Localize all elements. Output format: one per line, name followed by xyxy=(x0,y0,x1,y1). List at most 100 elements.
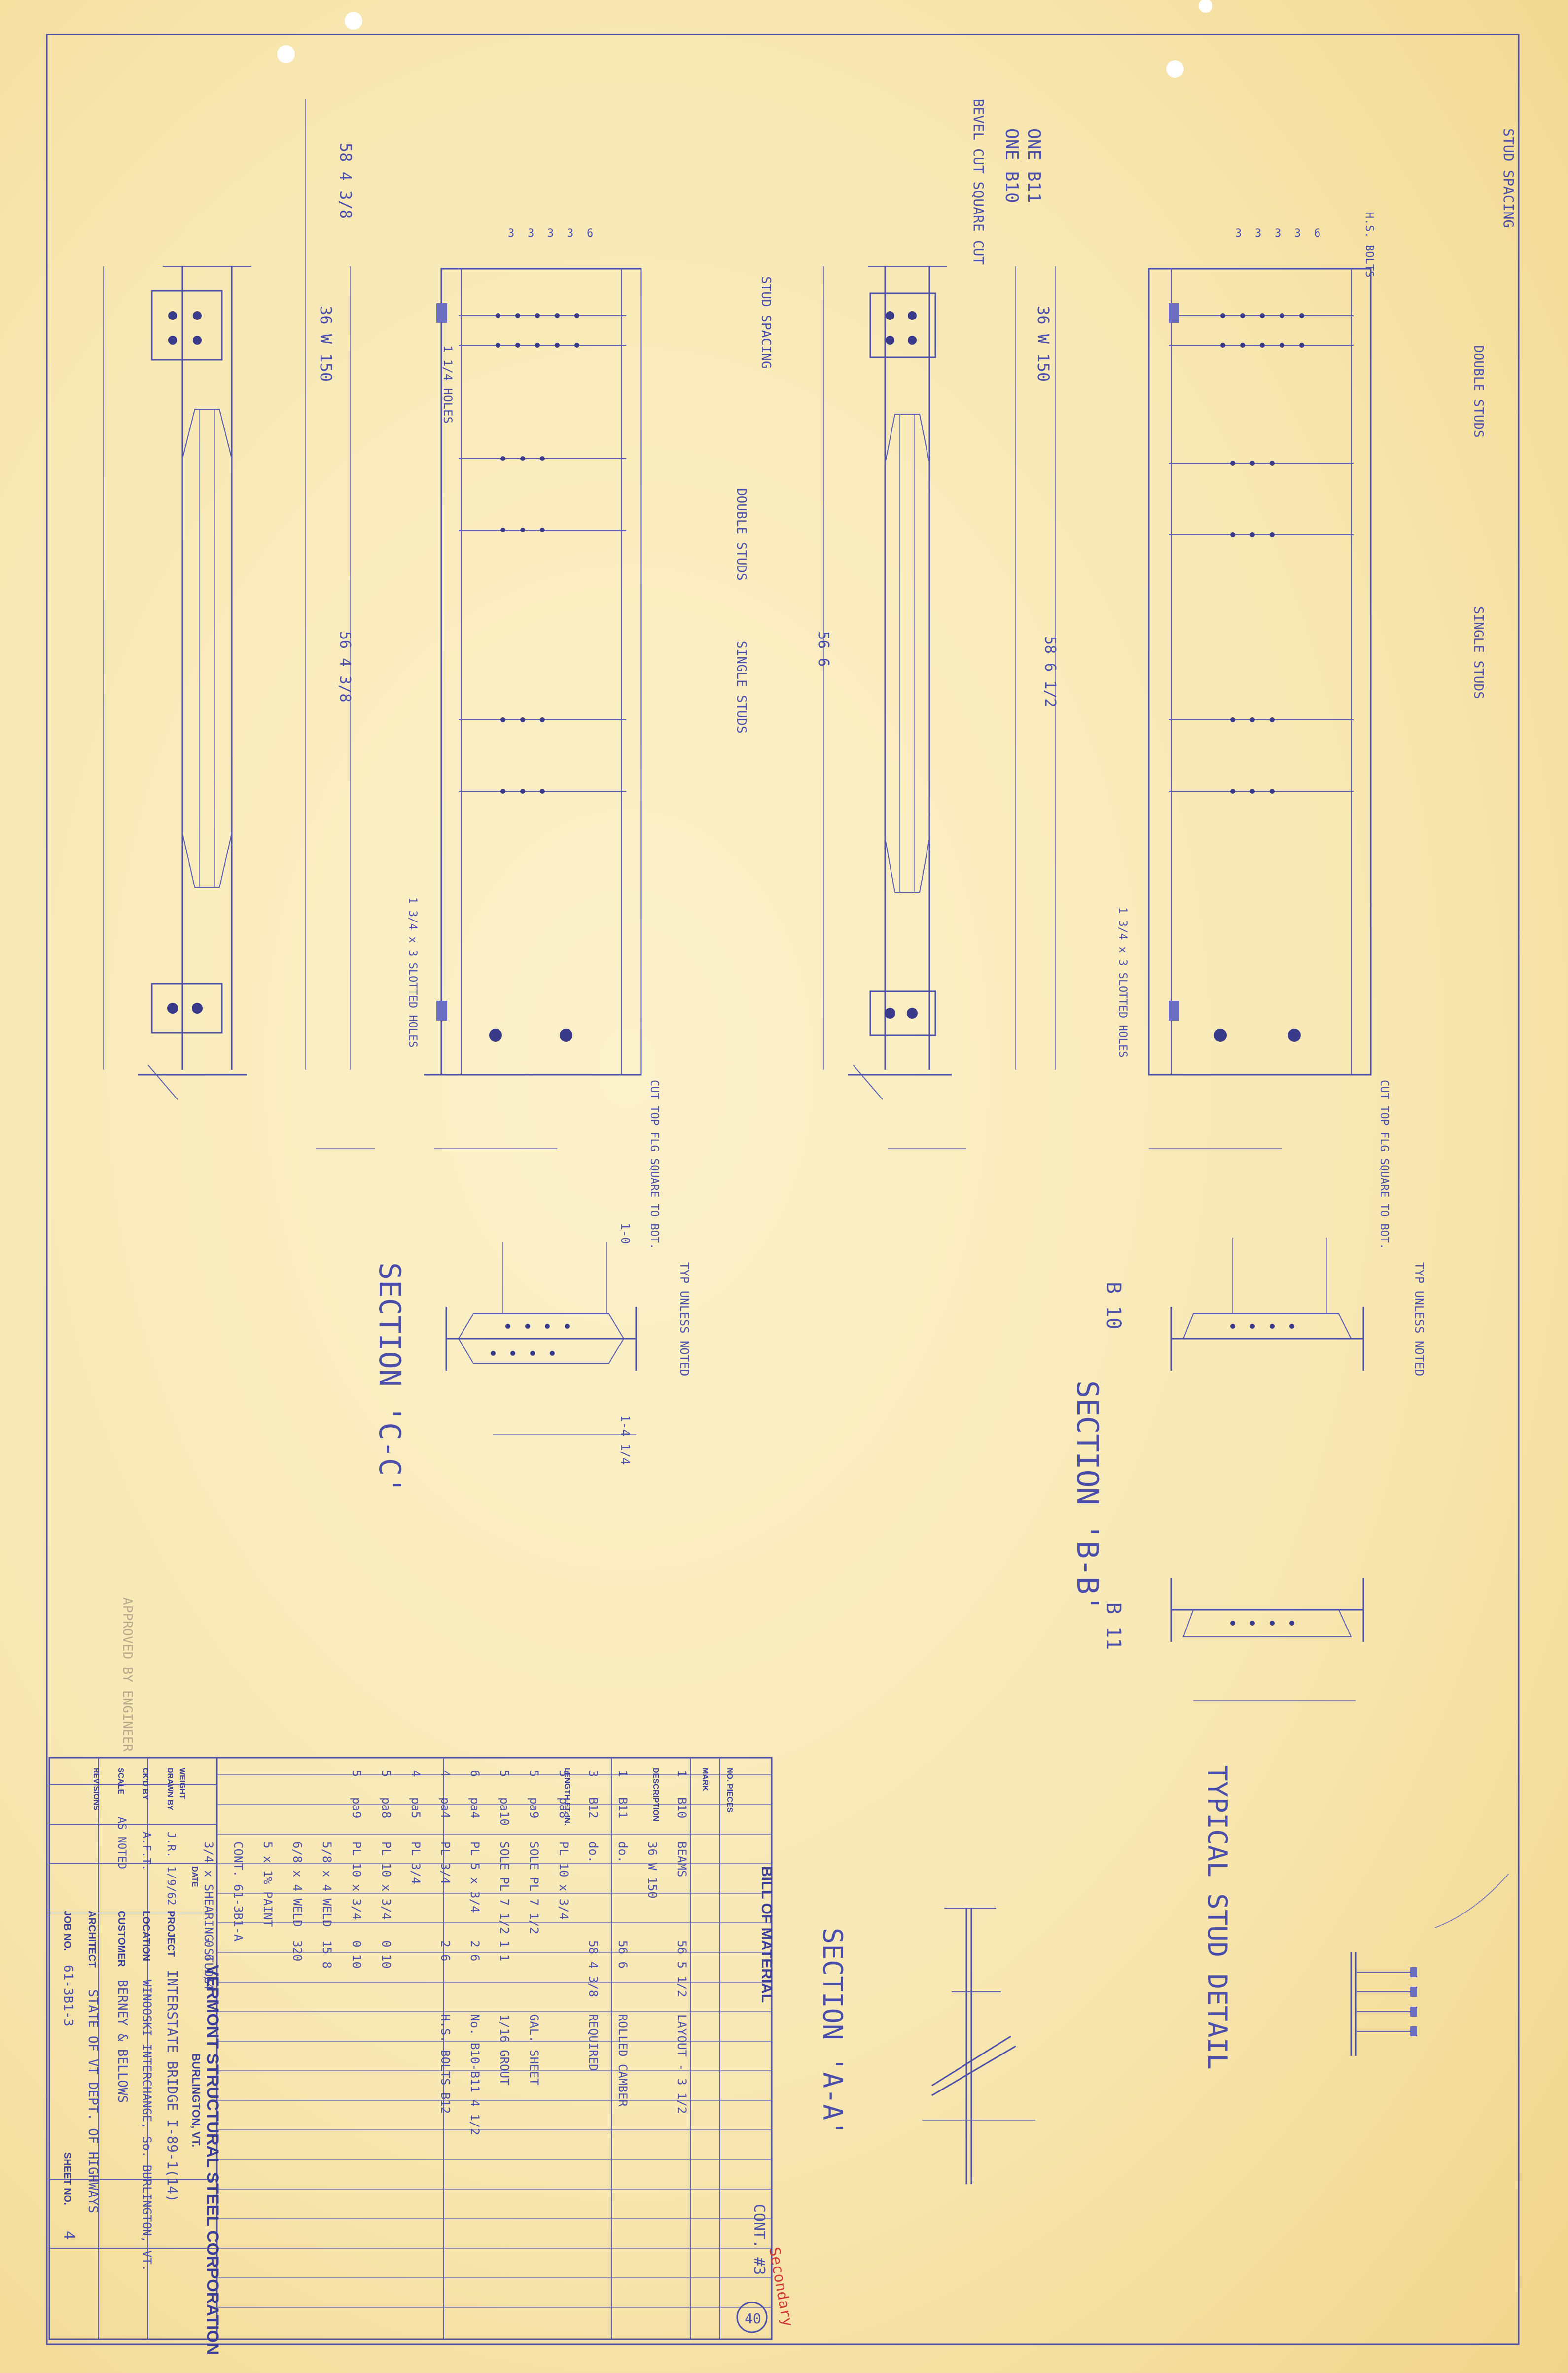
double-studs-left: DOUBLE STUDS xyxy=(734,488,748,581)
date-value: 1/9/62 xyxy=(165,1866,177,1905)
bom-cell-mark: B10 xyxy=(675,1797,689,1818)
red-note: Secondary xyxy=(765,2246,796,2328)
punch-hole xyxy=(345,12,362,30)
dim-b12-span: 56 4 3/8 xyxy=(336,631,354,703)
b10-span-dim: 56 6 xyxy=(815,631,832,667)
architect-value: STATE OF VT DEPT. OF HIGHWAYS xyxy=(85,1989,100,2213)
stud-dim-label: 3 xyxy=(508,227,514,240)
bom-cell-mark: B12 xyxy=(586,1797,600,1818)
bom-col-mark: MARK xyxy=(701,1768,709,1791)
bom-cell-mark: B11 xyxy=(616,1797,630,1818)
project-value: INTERSTATE BRIDGE I-89-1(14) xyxy=(164,1970,180,2202)
stud-spacing-left: STUD SPACING xyxy=(758,276,773,369)
bom-cell-mark: pa8 xyxy=(557,1797,570,1818)
section-bb-title: SECTION 'B-B' xyxy=(1070,1381,1105,1612)
b11-label: B 11 xyxy=(1102,1602,1125,1650)
beam-b12-elevation xyxy=(103,99,375,1149)
label-single-studs-right: SINGLE STUDS xyxy=(1471,606,1486,699)
company-name: VERMONT STRUCTURAL STEEL CORPORATION xyxy=(203,1965,222,2355)
bom-cell-mark: pa4 xyxy=(468,1797,482,1818)
stud-dim-label: 6 xyxy=(1314,227,1320,240)
bom-cell-pieces: 4 xyxy=(409,1770,423,1777)
cut-note-right: CUT TOP FLG SQUARE TO BOT. xyxy=(1378,1080,1390,1249)
sheet-label: SHEET NO. xyxy=(62,2152,72,2205)
one-b10-label: ONE B10 xyxy=(1001,128,1022,203)
punch-hole xyxy=(1199,0,1212,13)
bom-cell-length: 1 1 xyxy=(498,1940,511,1961)
bom-col-pieces: NO. PIECES xyxy=(725,1768,734,1813)
job-value: 61-3B1-3 xyxy=(61,1965,75,2026)
bom-cell-mark: pa5 xyxy=(409,1797,423,1818)
bom-cell-description: 3/4 x SHEARING STUDS xyxy=(202,1842,215,1984)
sheet-value: 4 xyxy=(60,2231,77,2240)
section-c-c xyxy=(445,1242,637,1435)
label-cut-note-right: CUT TOP FLG SQUARE TO BOT. xyxy=(1378,1080,1390,1249)
scale-value: AS NOTED xyxy=(115,1817,128,1869)
double-studs-right: DOUBLE STUDS xyxy=(1471,345,1486,438)
holes-note: 1 1/4 HOLES xyxy=(441,345,455,424)
bom-cell-description: PL 5 x 3/4 xyxy=(468,1842,482,1913)
bom-cell-remark: 1/16 GROUT xyxy=(498,2014,511,2086)
stud-spacing-right: STUD SPACING xyxy=(1500,128,1517,228)
bom-cell-description: BEAMS xyxy=(675,1842,689,1877)
punch-hole xyxy=(277,45,295,63)
stud-dim-label: 3 xyxy=(1294,227,1301,240)
bom-cell-description: 5/8 x 4 WELD xyxy=(320,1842,334,1927)
company-city: BURLINGTON, VT. xyxy=(190,2054,202,2147)
beam-b12-plan xyxy=(424,268,642,1149)
label-hs: H.S. BOLTS xyxy=(1363,212,1375,277)
bevel-note: BEVEL CUT SQUARE CUT xyxy=(970,99,987,265)
label-one-b11: ONE B11 xyxy=(1024,128,1044,203)
drawn-by-label: DRAWN BY xyxy=(166,1768,174,1810)
bom-cell-pieces: 1 xyxy=(616,1770,630,1777)
bom-cell-description: SOLE PL 7 1/2 xyxy=(527,1842,541,1934)
bom-cell-description: 5 x 1% PAINT xyxy=(261,1842,275,1927)
dim-b12-overall: 58 4 3/8 xyxy=(336,143,355,219)
section-cc-title: SECTION 'C-C' xyxy=(372,1262,407,1494)
sheet-circle xyxy=(736,2302,768,2333)
label-section-cc: SECTION 'C-C' xyxy=(372,1262,407,1494)
bom-cell-length: 0 10 xyxy=(379,1940,393,1969)
dim-section-flange: 1-4 1/4 xyxy=(618,1415,632,1465)
ckd-by-value: A.F.T. xyxy=(140,1832,152,1871)
bom-cell-description: 36 W 150 xyxy=(645,1842,659,1899)
scale-label: SCALE xyxy=(116,1768,125,1795)
label-one-b10: ONE B10 xyxy=(1001,128,1022,203)
bom-cell-description: PL 10 x 3/4 xyxy=(350,1842,363,1920)
cont-note-text: CONT. #3 xyxy=(750,2204,768,2275)
label-beam-size-b12: 36 W 150 xyxy=(317,306,335,382)
bom-cell-description: PL 3/4 xyxy=(409,1842,423,1884)
revisions-label: REVISIONS xyxy=(92,1768,100,1810)
section-flange-dim: 1-4 1/4 xyxy=(618,1415,632,1465)
section-b-b-b10 xyxy=(1170,1238,1364,1371)
label-slotted-right: 1 3/4 x 3 SLOTTED HOLES xyxy=(1116,907,1129,1058)
bom-cell-remark: LAYOUT - 3 1/2 xyxy=(675,2014,689,2114)
bom-cell-pieces: 4 xyxy=(438,1770,452,1777)
bom-cell-pieces: 5 xyxy=(350,1770,363,1777)
stud-dim-label: 6 xyxy=(587,227,593,240)
bom-col-description: DESCRIPTION xyxy=(651,1768,660,1821)
bom-cell-pieces: 5 xyxy=(379,1770,393,1777)
b12-span-dim: 56 4 3/8 xyxy=(336,631,354,703)
label-holes: 1 1/4 HOLES xyxy=(441,345,455,424)
label-typ: TYP UNLESS NOTED xyxy=(677,1262,691,1376)
bom-cell-length: 2 6 xyxy=(438,1940,452,1961)
slotted-note: 1 3/4 x 3 SLOTTED HOLES xyxy=(406,897,419,1048)
dim-b10-overall: 58 6 1/2 xyxy=(1041,636,1059,708)
section-aa-title: SECTION 'A-A' xyxy=(817,1928,848,2136)
b12-overall-dim: 58 4 3/8 xyxy=(336,143,355,219)
date-label: DATE xyxy=(190,1866,199,1887)
bom-cell-description: 6/8 x 4 WELD xyxy=(290,1842,304,1927)
title-block-text: VERMONT STRUCTURAL STEEL CORPORATION BUR… xyxy=(60,1768,222,2355)
bom-cell-mark: pa9 xyxy=(527,1797,541,1818)
bom-cell-remark: H.S. BOLTS B12 xyxy=(438,2014,452,2114)
label-bevel: BEVEL CUT SQUARE CUT xyxy=(970,99,987,265)
bom-cell-description: do. xyxy=(586,1842,600,1863)
section-b-b-b11 xyxy=(1170,1578,1364,1701)
bom-cell-pieces: 5 xyxy=(498,1770,511,1777)
single-studs-left: SINGLE STUDS xyxy=(734,641,748,734)
bom-cell-mark: pa10 xyxy=(498,1797,511,1826)
typ-note: TYP UNLESS NOTED xyxy=(677,1262,691,1376)
label-single-studs-left: SINGLE STUDS xyxy=(734,641,748,734)
